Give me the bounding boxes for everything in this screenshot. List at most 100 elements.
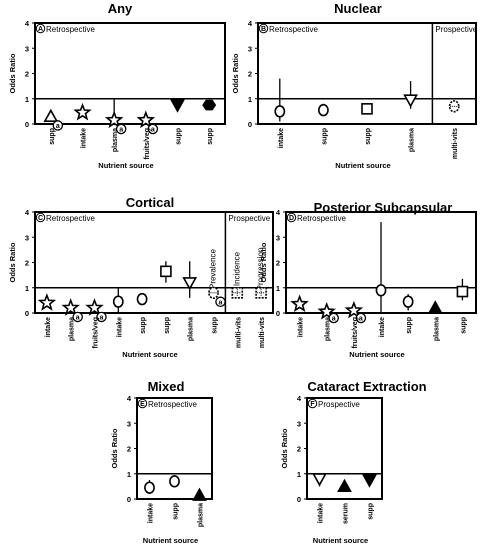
y-tick-label: 2 <box>297 445 301 454</box>
star-marker <box>37 293 57 311</box>
data-point <box>448 100 460 113</box>
data-point <box>73 102 92 121</box>
triangle-down-open-marker <box>182 277 198 291</box>
data-point <box>255 286 267 299</box>
category-label: supp <box>207 128 214 145</box>
stage-annotation: Incidence <box>232 251 241 286</box>
triangle-up-filled-marker <box>427 300 443 314</box>
square-open-marker <box>456 285 469 298</box>
data-point <box>169 475 180 488</box>
section-label: Retrospective <box>46 25 95 34</box>
svg-text:a: a <box>359 316 363 323</box>
triangle-down-open-marker <box>312 473 327 487</box>
y-tick-label: 2 <box>276 259 280 268</box>
y-tick-label: 1 <box>127 470 131 479</box>
circle-open-marker <box>375 284 387 297</box>
data-point <box>361 103 373 115</box>
y-axis-label: Odds Ratio <box>231 53 240 93</box>
category-label: supp <box>368 503 375 520</box>
footnote-badge: a <box>115 123 127 135</box>
y-tick-label: 1 <box>297 470 301 479</box>
category-label: plasma <box>433 317 440 341</box>
x-axis-label: Nutrient source <box>349 350 404 359</box>
category-label: intake <box>278 128 285 148</box>
category-label: plasma <box>188 317 195 341</box>
category-label: multi-vits <box>452 128 459 159</box>
category-label: intake <box>116 317 123 337</box>
svg-text:a: a <box>56 123 60 130</box>
circle-open-marker <box>402 295 414 308</box>
section-label: Prospective <box>435 25 477 34</box>
section-label: Prospective <box>318 400 360 409</box>
triangle-up-filled-marker <box>337 478 352 492</box>
panel-title: Cortical <box>126 195 174 210</box>
category-label: intake <box>298 317 305 337</box>
y-tick-label: 0 <box>297 495 301 504</box>
data-point <box>160 261 172 283</box>
square-open-marker <box>160 265 172 278</box>
category-label: fruits/veg <box>93 317 100 349</box>
category-label: supp <box>140 317 147 334</box>
y-tick-label: 0 <box>25 120 29 129</box>
data-point <box>290 294 309 312</box>
y-tick-label: 3 <box>248 44 252 53</box>
circle-open-marker <box>112 295 124 308</box>
data-point <box>112 287 124 313</box>
y-tick-label: 4 <box>25 208 30 217</box>
panel-letter: F <box>310 401 315 408</box>
panel-title: Any <box>108 1 133 16</box>
section-label: Prospective <box>228 214 270 223</box>
data-point <box>144 480 155 494</box>
triangle-down-filled-marker <box>170 99 185 113</box>
y-tick-label: 3 <box>25 233 29 242</box>
category-label: supp <box>212 317 219 334</box>
data-point <box>456 278 469 301</box>
y-tick-label: 2 <box>25 70 29 79</box>
data-point <box>202 99 217 111</box>
category-label: serum <box>343 503 350 524</box>
section-label: Retrospective <box>46 214 95 223</box>
y-tick-label: 1 <box>25 284 29 293</box>
panel-letter-badge <box>307 398 318 409</box>
data-point <box>362 474 377 488</box>
category-label: fruits/veg <box>144 128 151 160</box>
data-point <box>182 261 198 298</box>
data-point <box>192 487 207 501</box>
panel-letter: D <box>289 215 294 222</box>
y-tick-label: 0 <box>248 120 252 129</box>
plot-frame <box>34 22 226 125</box>
category-label: plasma <box>112 128 119 152</box>
data-point <box>37 293 57 311</box>
svg-text:a: a <box>100 314 104 321</box>
svg-text:a: a <box>151 127 155 134</box>
panel-letter-badge <box>35 212 46 223</box>
circle-open-marker <box>144 481 155 494</box>
category-label: plasma <box>409 128 416 152</box>
y-tick-label: 4 <box>248 19 253 28</box>
star-marker <box>85 298 104 316</box>
data-point <box>274 78 286 122</box>
panel-title: Nuclear <box>334 1 382 16</box>
x-axis-label: Nutrient source <box>98 161 153 170</box>
footnote-badge: a <box>147 123 159 135</box>
star-marker <box>290 294 309 312</box>
y-axis-label: Odds Ratio <box>280 428 289 468</box>
category-label: supp <box>176 128 183 145</box>
category-label: supp <box>406 317 413 334</box>
y-tick-label: 1 <box>276 284 280 293</box>
data-point: a <box>344 300 367 324</box>
x-axis-label: Nutrient source <box>143 536 198 545</box>
category-label: intake <box>45 317 52 337</box>
x-axis-label: Nutrient source <box>335 161 390 170</box>
stage-annotation: Prevalence <box>209 248 218 289</box>
data-point <box>375 222 387 313</box>
y-tick-label: 1 <box>25 95 29 104</box>
y-tick-label: 3 <box>297 419 301 428</box>
data-point <box>231 286 244 299</box>
category-label: intake <box>148 503 155 523</box>
y-tick-label: 0 <box>127 495 131 504</box>
